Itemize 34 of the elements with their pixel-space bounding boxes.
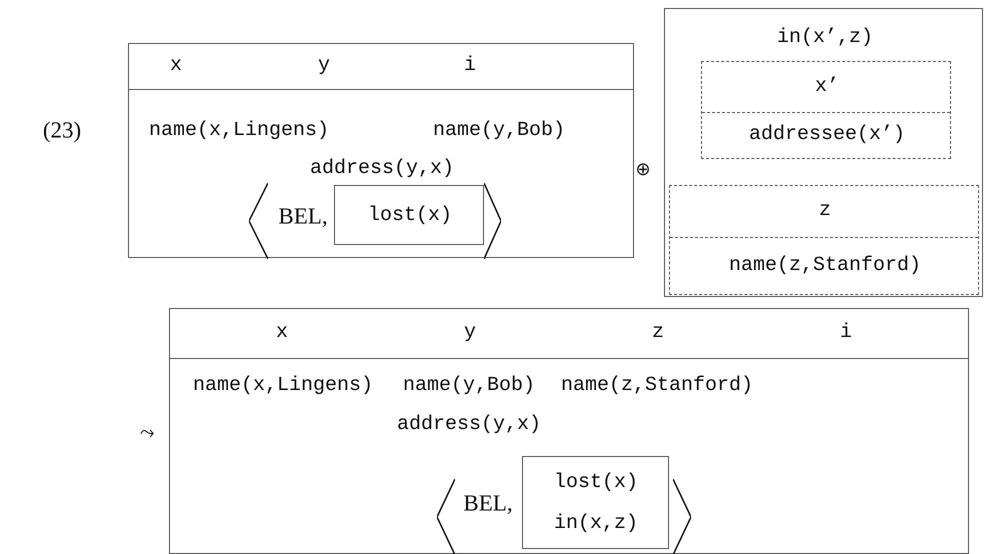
dashed-drs-box — [669, 185, 979, 295]
discourse-referent: x — [170, 56, 182, 76]
discourse-referent: z — [652, 323, 664, 343]
merge-symbol: ⊕ — [635, 161, 651, 179]
condition-box — [334, 185, 484, 245]
condition: addressee(x’) — [748, 125, 906, 145]
condition: name(x,Lingens) — [192, 376, 374, 396]
discourse-referent: y — [464, 323, 476, 343]
condition: in(x’,z) — [777, 28, 873, 48]
condition-box — [522, 456, 669, 549]
drs-box — [128, 43, 634, 258]
condition: address(y,x) — [396, 415, 542, 435]
condition: name(y,Bob) — [402, 376, 536, 396]
condition: in(x,z) — [554, 514, 638, 534]
leadsto-symbol: ⤳ — [140, 424, 154, 442]
condition: name(x,Lingens) — [148, 121, 330, 141]
discourse-referent: z — [819, 201, 831, 221]
drs-box — [169, 308, 969, 554]
condition: name(z,Stanford) — [728, 256, 922, 276]
drs-box — [664, 8, 983, 297]
discourse-referent: i — [840, 323, 852, 343]
attitude-label: BEL, — [463, 492, 513, 514]
condition: address(y,x) — [310, 159, 454, 179]
discourse-referent: x — [276, 323, 288, 343]
dashed-drs-box — [701, 61, 951, 159]
condition: lost(x) — [368, 206, 452, 226]
discourse-referent: x’ — [815, 77, 839, 97]
condition: name(z,Stanford) — [560, 376, 754, 396]
condition: lost(x) — [554, 473, 638, 493]
example-number: (23) — [42, 118, 82, 142]
discourse-referent: i — [464, 56, 476, 76]
discourse-referent: y — [318, 56, 330, 76]
attitude-label: BEL, — [278, 204, 328, 228]
condition: name(y,Bob) — [432, 121, 566, 141]
